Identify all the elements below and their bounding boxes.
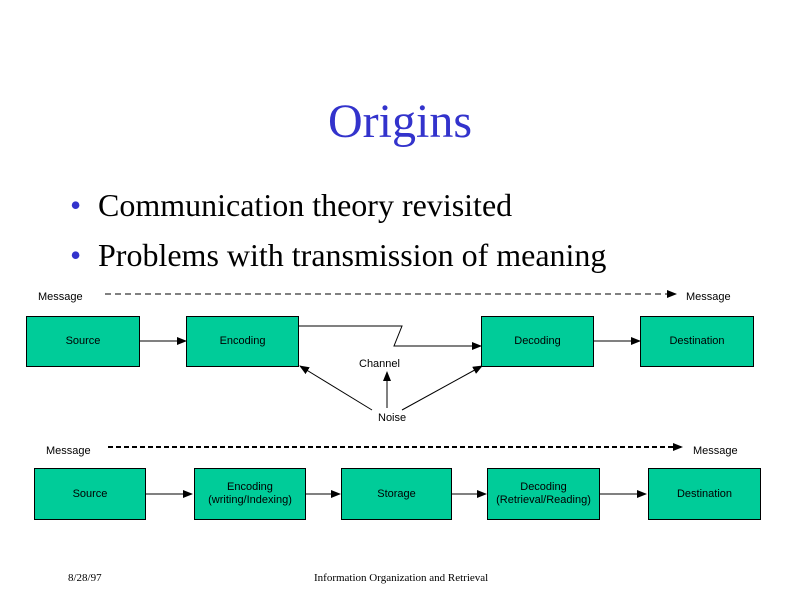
decoding-box-2: Decoding (Retrieval/Reading) xyxy=(487,468,600,520)
bullet-item: • Communication theory revisited xyxy=(70,180,606,230)
message-label-right-2: Message xyxy=(693,445,738,457)
message-label-right: Message xyxy=(686,291,731,303)
bullet-text: Problems with transmission of meaning xyxy=(98,237,607,273)
destination-box: Destination xyxy=(640,316,754,367)
bullet-item: • Problems with transmission of meaning xyxy=(70,230,606,280)
noise-arrow-left xyxy=(299,365,373,411)
channel-path xyxy=(299,325,482,350)
channel-label: Channel xyxy=(359,358,400,370)
footer-date: 8/28/97 xyxy=(68,572,102,584)
message-label-left: Message xyxy=(38,291,83,303)
noise-arrow-right xyxy=(401,365,483,411)
source-box: Source xyxy=(26,316,140,367)
decoding-box: Decoding xyxy=(481,316,594,367)
destination-box-2: Destination xyxy=(648,468,761,520)
bullet-list: • Communication theory revisited • Problem… xyxy=(70,180,606,280)
noise-label: Noise xyxy=(378,412,407,424)
bullet-icon: • xyxy=(70,237,82,273)
slide-title: Origins xyxy=(328,95,472,148)
storage-box: Storage xyxy=(341,468,452,520)
bullet-text: Communication theory revisited xyxy=(98,187,513,223)
encoding-box: Encoding xyxy=(186,316,299,367)
footer-course: Information Organization and Retrieval xyxy=(314,572,489,584)
encoding-box-2: Encoding (writing/Indexing) xyxy=(194,468,306,520)
source-box-2: Source xyxy=(34,468,146,520)
bullet-icon: • xyxy=(70,187,82,223)
message-label-left-2: Message xyxy=(46,445,91,457)
